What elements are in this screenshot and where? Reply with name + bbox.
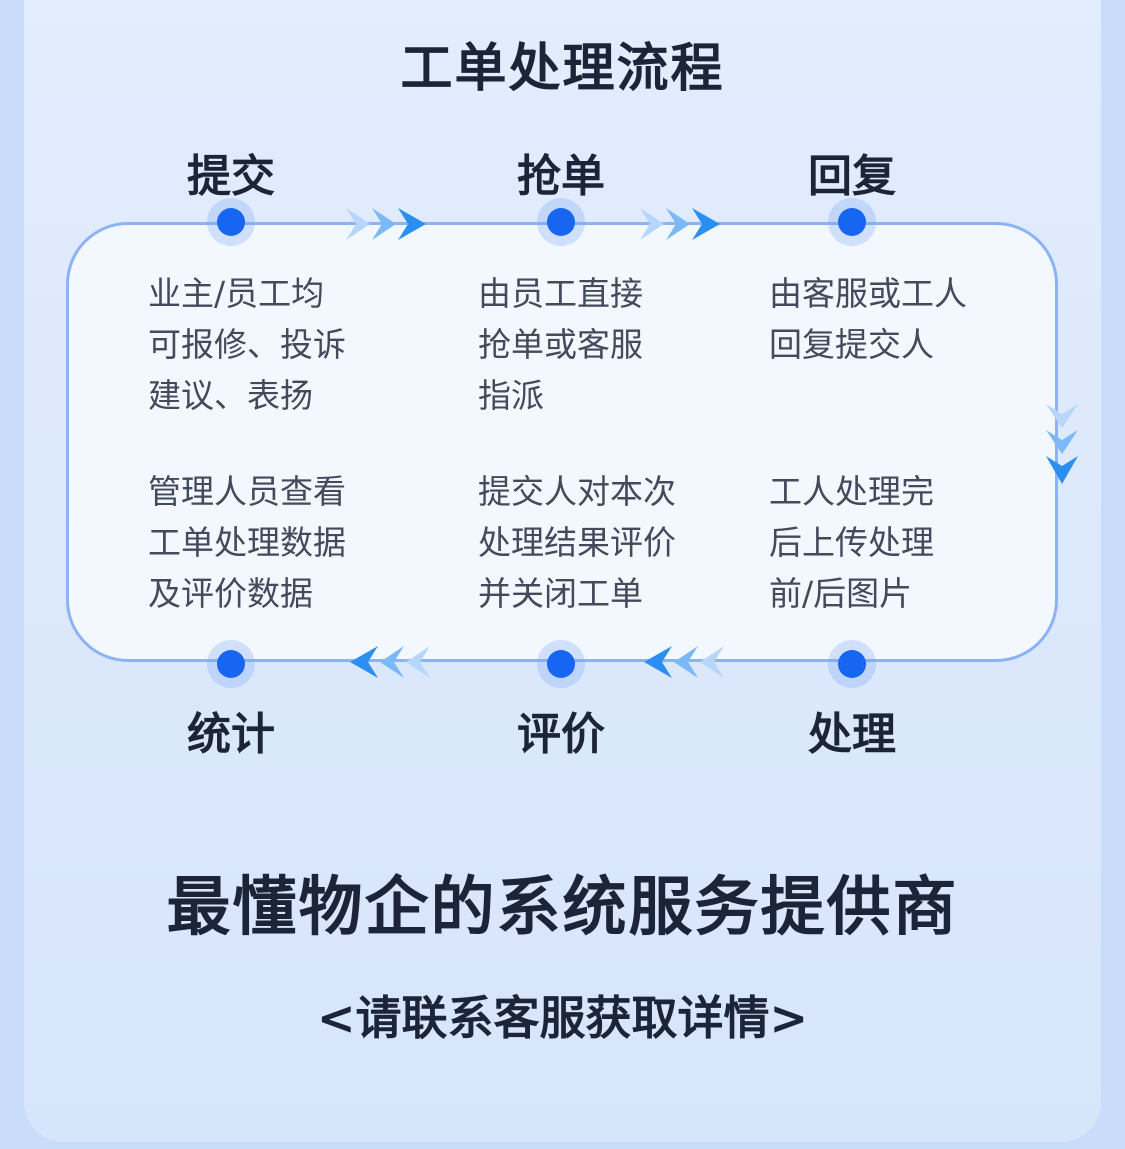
slogan-heading: 最懂物企的系统服务提供商 [166, 871, 959, 945]
flow-loop-box [66, 222, 1058, 662]
arrow-left-icon [350, 646, 430, 678]
step-label-submit: 提交 [187, 151, 275, 202]
arrow-down-icon [1046, 404, 1078, 484]
contact-link[interactable]: <请联系客服获取详情> [316, 991, 809, 1045]
step-desc-submit: 业主/员工均 可报修、投诉 建议、表扬 [148, 274, 346, 415]
step-label-stats: 统计 [187, 709, 275, 760]
step-node-grab [537, 198, 585, 246]
arrow-right-icon [346, 208, 426, 240]
step-node-stats [207, 640, 255, 688]
step-label-grab: 抢单 [517, 151, 605, 202]
step-desc-reply: 由客服或工人 回复提交人 [769, 274, 967, 364]
step-desc-stats: 管理人员查看 工单处理数据 及评价数据 [148, 472, 346, 613]
page-title: 工单处理流程 [400, 39, 725, 99]
step-node-review [537, 640, 585, 688]
step-desc-grab: 由员工直接 抢单或客服 指派 [478, 274, 643, 415]
step-desc-review: 提交人对本次 处理结果评价 并关闭工单 [478, 472, 676, 613]
step-node-reply [828, 198, 876, 246]
step-label-process: 处理 [808, 709, 896, 760]
arrow-right-icon [640, 208, 720, 240]
arrow-left-icon [644, 646, 724, 678]
step-node-process [828, 640, 876, 688]
step-desc-process: 工人处理完 后上传处理 前/后图片 [769, 472, 934, 613]
step-node-submit [207, 198, 255, 246]
step-label-reply: 回复 [808, 151, 896, 202]
step-label-review: 评价 [517, 709, 605, 760]
